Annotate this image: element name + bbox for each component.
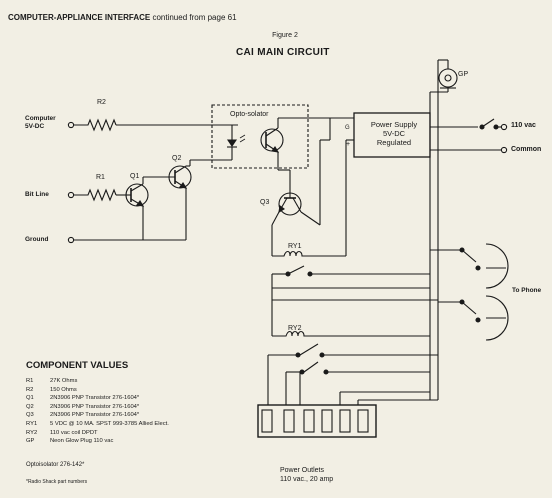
component-row: Q2 2N3906 PNP Transistor 276-1604* [26, 403, 169, 412]
common-label: Common [511, 146, 542, 153]
q1-transistor [125, 183, 149, 207]
vac-label: 110 vac [511, 122, 536, 129]
power-supply-line2: 5V-DC [382, 129, 406, 138]
power-supply-line3: Regulated [376, 138, 412, 147]
opto-led [226, 139, 238, 148]
figure-label: Figure 2 [272, 32, 298, 39]
q3-label: Q3 [260, 199, 270, 206]
component-desc: 2N3906 PNP Transistor 276-1604* [50, 412, 140, 419]
ry1-coil [272, 250, 318, 257]
power-supply-label: Power Supply 5V-DC Regulated [358, 120, 430, 147]
component-ref: RY2 [26, 429, 38, 436]
component-row: GP Neon Glow Plug 110 vac [26, 437, 169, 446]
q1-label: Q1 [130, 173, 140, 180]
component-row: Q3 2N3906 PNP Transistor 276-1604* [26, 411, 169, 420]
component-ref: Q2 [26, 403, 34, 410]
computer-terminal [67, 121, 75, 129]
r1-label: R1 [96, 174, 105, 181]
ry1-label: RY1 [288, 243, 302, 250]
component-row: R1 27K Ohms [26, 377, 169, 386]
optoisolator-box [211, 104, 309, 169]
component-values-title: COMPONENT VALUES [26, 360, 129, 371]
component-desc: 2N3906 PNP Transistor 276-1604* [50, 403, 140, 410]
bit-line-label: Bit Line [25, 191, 49, 198]
component-desc: Neon Glow Plug 110 vac [50, 438, 114, 445]
q3-transistor [278, 170, 302, 216]
component-ref: R2 [26, 386, 34, 393]
common-terminal [500, 146, 508, 154]
component-desc: 110 vac coil DPDT [50, 429, 98, 436]
computer-label-line1: Computer [25, 115, 56, 122]
component-ref: Q1 [26, 395, 34, 402]
component-row: RY1 5 VDC @ 10 MA. SPST 999-3785 Allied E… [26, 420, 169, 429]
figure-title: CAI MAIN CIRCUIT [236, 47, 330, 58]
ground-label: Ground [25, 236, 49, 243]
gp-neon-lamp [438, 68, 458, 89]
component-ref: Q3 [26, 412, 34, 419]
power-supply-line1: Power Supply [370, 120, 418, 129]
computer-label-line2: 5V-DC [25, 123, 45, 130]
opto-transistor [260, 127, 284, 153]
ry2-coil [272, 330, 314, 337]
outlets-line2: 110 vac., 20 amp [280, 476, 334, 483]
component-ref: RY1 [26, 420, 38, 427]
component-desc: 150 Ohms [50, 386, 77, 393]
r1-resistor [74, 188, 117, 202]
header-title: COMPUTER-APPLIANCE INTERFACE [8, 13, 151, 22]
ry2-label: RY2 [288, 325, 302, 332]
power-supply-box [353, 112, 431, 158]
opto-g-label: G [345, 125, 350, 131]
optoisolator-label: Opto-solator [230, 111, 269, 118]
page-header: COMPUTER-APPLIANCE INTERFACE continued f… [8, 13, 237, 22]
r2-label: R2 [97, 99, 106, 106]
bit-line-terminal [67, 191, 75, 199]
component-desc: 5 VDC @ 10 MA. SPST 999-3785 Allied Elec… [50, 420, 169, 427]
ground-terminal [67, 236, 75, 244]
footnote: *Radio Shack part numbers [26, 479, 88, 485]
component-ref: R1 [26, 378, 34, 384]
outlets-line1: Power Outlets [280, 467, 324, 474]
component-ref: GP [26, 438, 35, 445]
component-row: RY2 110 vac coil DPDT [26, 429, 169, 438]
r2-resistor [74, 118, 117, 132]
component-desc: 2N3906 PNP Transistor 276-1604* [50, 395, 140, 402]
component-row: Q1 2N3906 PNP Transistor 276-1604* [26, 394, 169, 403]
power-outlet-strip [257, 404, 377, 438]
power-outlets-label: Power Outlets 110 vac., 20 amp [280, 466, 333, 484]
q2-label: Q2 [172, 155, 182, 162]
gp-label: GP [458, 71, 469, 78]
component-desc: 27K Ohms [50, 378, 78, 384]
optoisolator-note: Optoisolator 276-142* [26, 462, 85, 468]
vac-terminal [500, 123, 508, 131]
opto-plus-label: + [346, 141, 351, 148]
to-phone-label: To Phone [512, 287, 542, 294]
component-row: R2 150 Ohms [26, 386, 169, 395]
header-continued: continued from page 61 [150, 13, 237, 22]
